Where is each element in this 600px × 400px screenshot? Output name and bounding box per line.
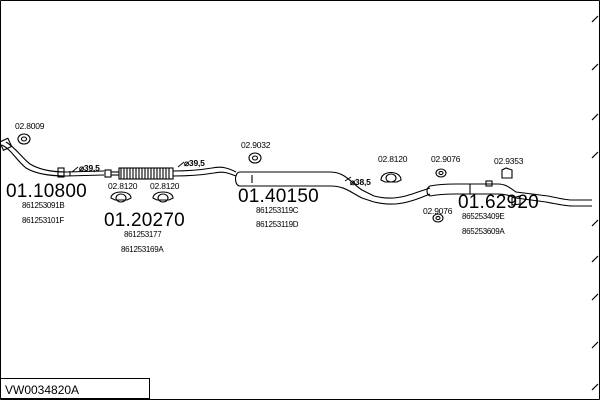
rear-inlet-pipe-drawing [373,171,431,205]
center-pipe-oem-2: 861253169A [121,245,164,254]
middle-silencer-diameter: ⌀38,5 [350,177,371,187]
rear-silencer-oem-2: 865253609A [462,227,505,236]
rear-bracket-label: 02.9353 [494,156,524,166]
diagram-title-box: VW0034820A [0,378,150,399]
rear-mount-label-1: 02.9076 [431,154,461,164]
diameter-arrows [71,161,352,182]
rear-silencer-part-number: 01.62920 [458,192,539,213]
center-pipe-part-number: 01.20270 [104,210,185,231]
center-pipe-oem-1: 861253177 [124,230,162,239]
rear-mount-label-2: 02.9076 [423,206,453,216]
center-clamp-label-2: 02.8120 [150,181,180,191]
front-pipe-diameter: ⌀39,5 [79,163,100,173]
middle-silencer-oem-1: 861253119C [256,206,299,215]
rear-silencer-oem-1: 865253409E [462,212,505,221]
front-pipe-oem-2: 861253101F [22,216,64,225]
center-pipe-diameter: ⌀39,5 [184,158,205,168]
middle-silencer-oem-2: 861253119D [256,220,299,229]
front-pipe-drawing [0,133,105,178]
front-pipe-oem-1: 861253091B [22,201,65,210]
rear-silencer-drawing [426,167,592,223]
middle-mount-label: 02.9032 [241,140,271,150]
diagram-title: VW0034820A [5,383,80,397]
front-pipe-part-number: 01.10800 [6,181,87,202]
middle-silencer-part-number: 01.40150 [238,186,319,207]
center-clamp-label-1: 02.8120 [108,181,138,191]
center-pipe-drawing [104,166,237,203]
frame-tick-marks [591,15,599,391]
rear-clamp-label: 02.8120 [378,154,408,164]
middle-silencer-drawing [234,152,375,203]
front-gasket-label: 02.8009 [15,121,45,131]
